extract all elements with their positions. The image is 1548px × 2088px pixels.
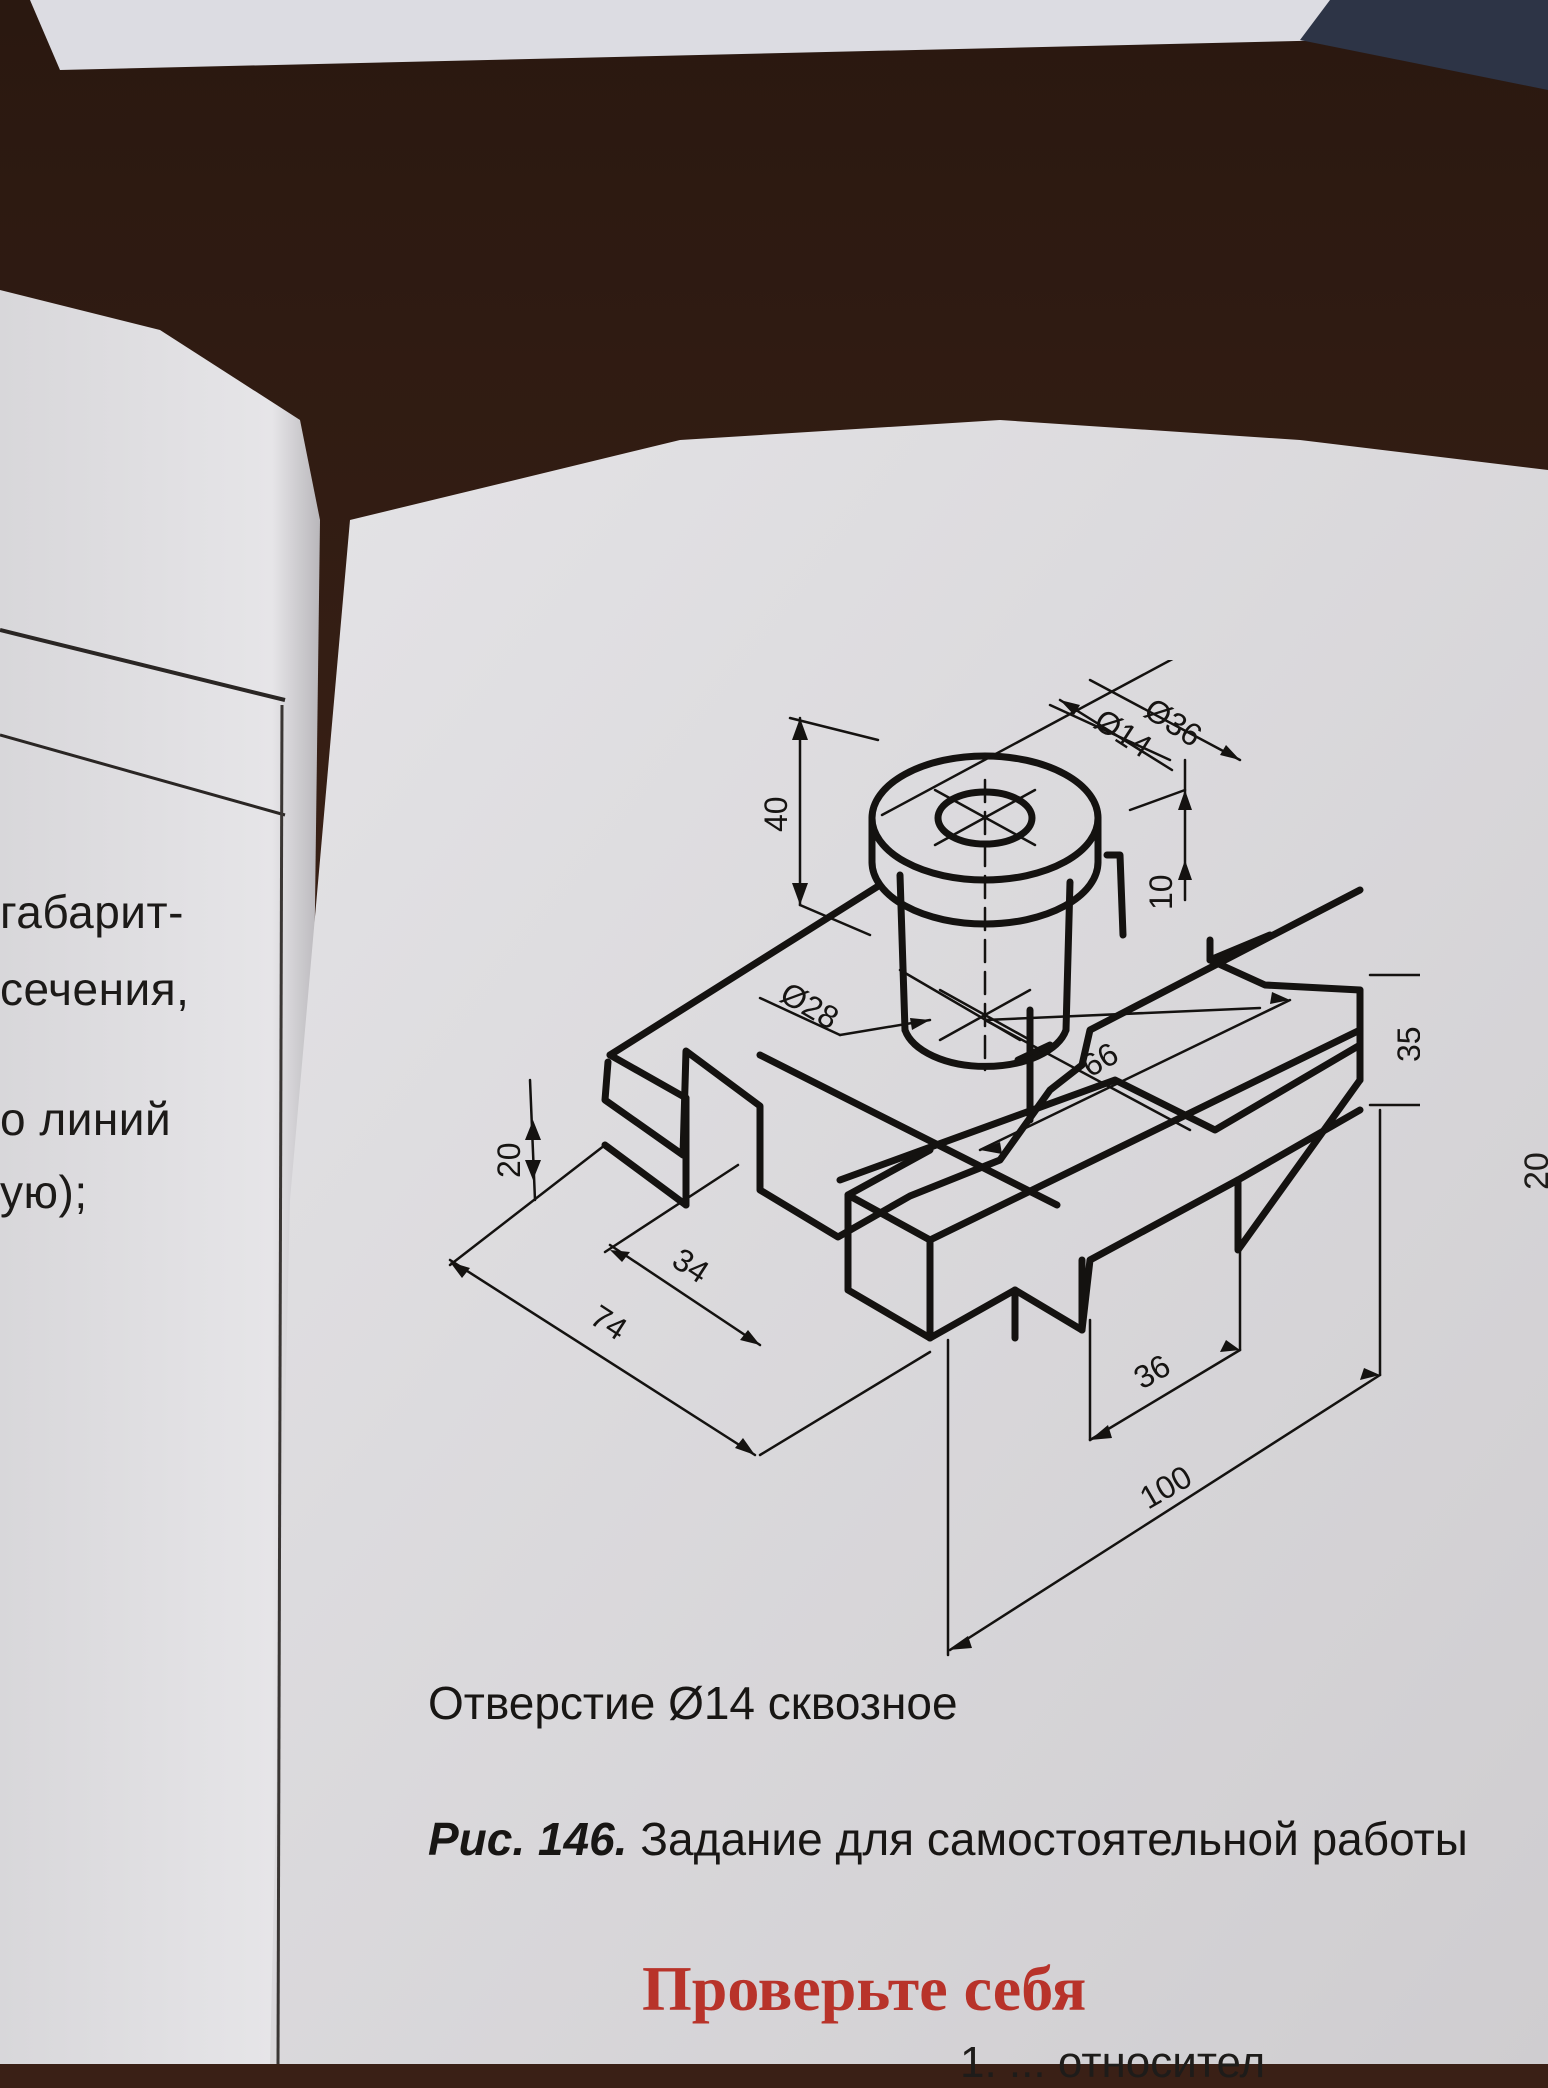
left-page-rule	[0, 628, 286, 702]
dim-d28: Ø28	[775, 975, 845, 1036]
dim-h10: 10	[1143, 874, 1179, 910]
dim-w74: 74	[584, 1298, 633, 1348]
left-page-line-3: о линий	[0, 1093, 172, 1145]
part-outline	[601, 851, 1364, 1342]
right-page	[270, 420, 1548, 2064]
figure-number: Рис. 146.	[428, 1813, 628, 1865]
dim-d66: 66	[1076, 1035, 1125, 1084]
section-title: Проверьте себя	[642, 1953, 1087, 2024]
dim-w36: 36	[1128, 1347, 1177, 1396]
bottom-line-fragment: 1. ... относител	[960, 2038, 1266, 2087]
dim-h40: 40	[758, 796, 794, 832]
isometric-drawing: Ø36 Ø14 40 10 Ø28 66 35 20 34 74 36 100 …	[448, 660, 1420, 1657]
dim-h35: 35	[1391, 1026, 1420, 1062]
figure-caption: Рис. 146. Задание для самостоятельной ра…	[428, 1812, 1468, 1866]
dim-w34: 34	[666, 1241, 715, 1291]
dim-w100: 100	[1134, 1458, 1198, 1516]
paper-stack	[30, 0, 1360, 70]
left-page-rule-2	[0, 733, 286, 817]
right-edge-number: 20	[1518, 1152, 1548, 1190]
figure-caption-text: Задание для самостоятельной работы	[640, 1813, 1468, 1865]
dimension-lines	[448, 660, 1420, 1657]
left-page-line-2: сечения,	[0, 963, 190, 1015]
left-page-frame	[276, 704, 284, 2064]
arrowheads	[450, 700, 1380, 1650]
blue-item	[1300, 0, 1548, 90]
hole-note: Отверстие Ø14 сквозное	[428, 1677, 958, 1729]
left-page-line-4: ую);	[0, 1166, 88, 1218]
left-page-line-1: габарит-	[0, 886, 184, 938]
dim-h20: 20	[491, 1142, 527, 1178]
left-page	[0, 290, 320, 2064]
